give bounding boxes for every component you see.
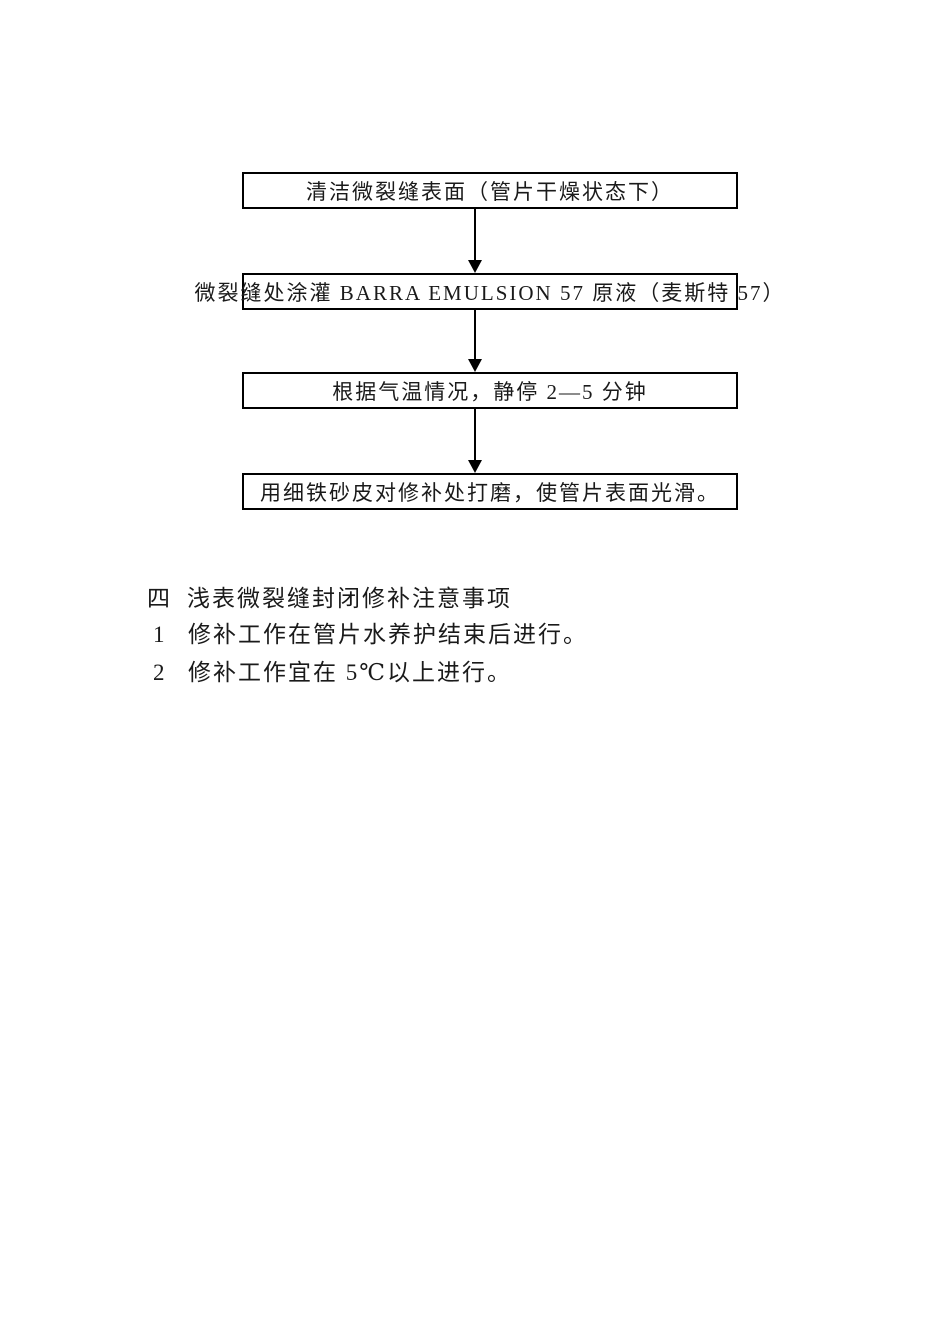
arrow-shaft [474,409,476,460]
flow-arrow-1 [468,209,482,273]
arrow-down-icon [468,460,482,473]
flow-step-3-label: 根据气温情况，静停 2—5 分钟 [332,379,648,404]
flow-arrow-2 [468,310,482,372]
note-item-2-number: 2 [153,660,167,685]
notes-heading-text: 浅表微裂缝封闭修补注意事项 [187,586,512,611]
note-item-1-text: 修补工作在管片水养护结束后进行。 [188,622,588,647]
notes-heading-marker: 四 [147,586,172,611]
note-item-1-number: 1 [153,622,167,647]
flow-step-4: 用细铁砂皮对修补处打磨，使管片表面光滑。 [242,473,738,510]
flow-step-4-label: 用细铁砂皮对修补处打磨，使管片表面光滑。 [260,480,720,505]
arrow-shaft [474,209,476,260]
flow-step-1-label: 清洁微裂缝表面（管片干燥状态下） [306,179,674,204]
flow-step-3: 根据气温情况，静停 2—5 分钟 [242,372,738,409]
notes-heading: 四浅表微裂缝封闭修补注意事项 [147,579,512,613]
flow-step-2-label: 微裂缝处涂灌 BARRA EMULSION 57 原液（麦斯特 57） [194,280,786,305]
note-item-1: 1 修补工作在管片水养护结束后进行。 [153,615,588,649]
note-item-2-text: 修补工作宜在 5℃以上进行。 [188,660,512,685]
arrow-down-icon [468,260,482,273]
flow-step-2: 微裂缝处涂灌 BARRA EMULSION 57 原液（麦斯特 57） [195,273,783,310]
arrow-down-icon [468,359,482,372]
note-item-2: 2 修补工作宜在 5℃以上进行。 [153,653,512,687]
arrow-shaft [474,310,476,359]
flow-arrow-3 [468,409,482,473]
flow-step-1: 清洁微裂缝表面（管片干燥状态下） [242,172,738,209]
